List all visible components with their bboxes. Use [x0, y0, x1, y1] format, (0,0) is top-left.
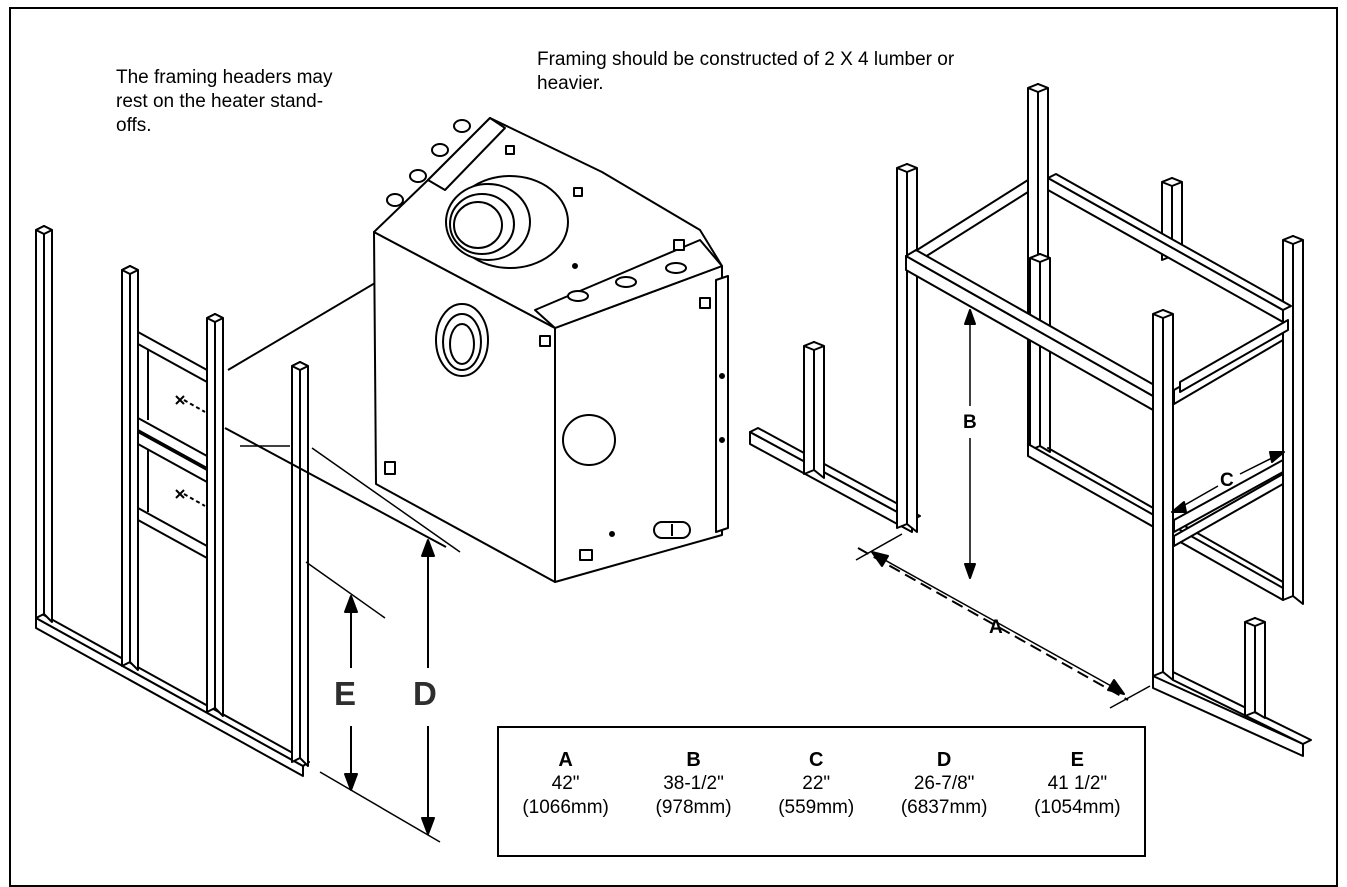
column-key: D: [936, 749, 952, 771]
column-key: E: [1070, 749, 1085, 771]
column-mm: (6837mm): [900, 797, 988, 818]
column-mm: (978mm): [655, 797, 732, 818]
right-framing-cage: [749, 83, 1312, 757]
column-mm: (559mm): [778, 797, 855, 818]
left-wall-frame: [35, 225, 310, 777]
column-key: C: [808, 749, 824, 771]
column-mm: (1066mm): [522, 797, 609, 818]
header-rest-note: The framing headers may rest on the heat…: [116, 67, 333, 136]
lumber-note: Framing should be constructed of 2 X 4 l…: [537, 49, 955, 94]
dimension-column-c: C 22" (559mm): [778, 748, 854, 820]
dimension-label-d: D: [413, 675, 437, 712]
heater-unit: [373, 117, 729, 583]
dimension-e-d: [305, 447, 461, 843]
dimension-label-b: B: [963, 412, 977, 433]
column-inches: 42": [551, 773, 580, 794]
dimension-column-a: A 42" (1066mm): [522, 748, 609, 820]
dimension-a-b-c: [855, 309, 1285, 709]
dimension-label-c: C: [1220, 470, 1234, 491]
dimension-label-e: E: [334, 675, 357, 712]
dimension-column-d: D 26-7/8" (6837mm): [901, 748, 988, 820]
column-mm: (1054mm): [1034, 797, 1121, 818]
column-inches: 26-7/8": [913, 773, 975, 794]
column-key: A: [558, 749, 573, 771]
column-inches: 22": [802, 773, 831, 794]
column-key: B: [686, 749, 701, 771]
column-inches: 38-1/2": [663, 773, 724, 794]
dimension-column-e: E 41 1/2" (1054mm): [1034, 748, 1121, 820]
dimension-table: A 42" (1066mm) B 38-1/2" (978mm) C 22" (…: [497, 726, 1146, 857]
dimension-column-b: B 38-1/2" (978mm): [656, 748, 732, 820]
dimension-label-a: A: [989, 617, 1003, 638]
column-inches: 41 1/2": [1047, 773, 1108, 794]
